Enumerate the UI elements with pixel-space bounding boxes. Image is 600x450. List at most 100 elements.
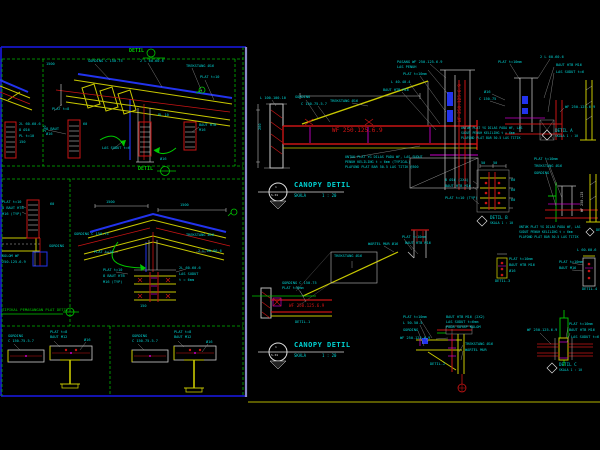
annotation-label-17: PL t=10 [19, 134, 35, 138]
canopy-1-scale-value: 1 : 20 [322, 193, 337, 198]
canopy-detail-1 [256, 63, 479, 210]
annotation-label-14: Ø16 [160, 157, 167, 161]
annotation-label-121: DETIL-3 [495, 279, 511, 283]
annotation-label-70: WF 250.125.6.9 [289, 303, 325, 308]
annotation-label-42: BAUT M12 [50, 335, 68, 339]
annotation-label-79: UNTUK PLAT YG DILAS PADA WF, LAS [461, 126, 523, 130]
annotation-label-28: GORDING C 150.75 [74, 232, 109, 236]
annotation-label-86: GORDING [534, 171, 550, 175]
canopy-1-bubble-top: 1 [275, 185, 277, 189]
annotation-label-27: 1500 [180, 203, 189, 207]
left-sheet-title-1: DETIL [129, 48, 145, 54]
beam-splice-detail-c [537, 310, 593, 374]
annotation-label-115: LAS SUDUT t=6 [571, 335, 600, 339]
canopy-2-title: CANOPY DETIL [294, 341, 351, 349]
annotation-label-120: Ø16 [509, 269, 516, 273]
annotation-label-95: 60 [511, 178, 516, 182]
annotation-label-23: KOLOM WF [2, 254, 20, 258]
annotation-label-22: 60 [50, 202, 55, 206]
annotation-label-83: SKALA 1 : 10 [555, 134, 579, 138]
annotation-label-44: GORDING [132, 334, 148, 338]
annotation-label-81: PLAFOND PLAT BAR 50.5 LAS TITIK [461, 136, 521, 140]
mid-right-connection-detail [545, 159, 600, 237]
annotation-label-71: DETIL-1 [295, 320, 311, 324]
annotation-label-114: BAUT HTB M16 [569, 328, 595, 332]
annotation-label-64: WARTEL MUR Ø16 [368, 242, 399, 246]
annotation-label-88: UNTUK PLAT YG DILAS PADA WF, LAS [519, 225, 581, 229]
small-plate-detail-4 [571, 255, 596, 287]
truss-slope-detail [0, 62, 233, 163]
annotation-label-25: GORDING [49, 244, 65, 248]
annotation-label-65: PLAT t=10mm [402, 235, 426, 239]
left-sheet-footer-note: TIPIKAL PEMASANGAN PLAT DETIL [2, 307, 69, 312]
annotation-label-24: 250.125.6.9 [2, 260, 26, 264]
annotation-label-36: LAS SUDUT [179, 272, 199, 276]
annotation-label-2: 2 L 60.60.6 [140, 59, 164, 63]
canopy-1-scale-label: SKALA [294, 193, 307, 198]
annotation-label-39: GORDING [8, 334, 24, 338]
annotation-label-41: PLAT t=8 [50, 330, 68, 334]
corner-connection-detail-a [489, 58, 596, 141]
annotation-label-3: TREKSTANG Ø16 [186, 64, 215, 68]
annotation-label-99: 50 [493, 161, 498, 165]
annotation-label-97: 60 [511, 198, 516, 202]
annotation-label-62: PENUH KELILING t = 6mm (TYPICAL) [345, 160, 411, 164]
annotation-label-93: BAUT HTB M16 [445, 184, 471, 188]
left-sheet-title-2: DETIL [138, 166, 154, 172]
annotation-label-85: TREKSTANG Ø16 [534, 164, 563, 168]
annotation-label-118: PLAT t=10mm [509, 257, 533, 261]
annotation-label-90: PLAFOND PLAT BAR 50.5 LAS TITIK [519, 235, 579, 239]
annotation-label-5: PLAT t=8 [52, 107, 70, 111]
annotation-label-119: BAUT HTB M16 [509, 263, 535, 267]
annotation-label-69: PLAT t=8mm [282, 286, 304, 290]
annotation-label-51: C 150.75.5.7 [301, 102, 327, 106]
annotation-label-18: 150 [19, 140, 26, 144]
annotation-label-68: GORDING C 150.75 [282, 281, 317, 285]
annotation-label-32: PLAT t=10 [103, 268, 123, 272]
annotation-label-57: L 40.40.4 [391, 80, 411, 84]
annotation-label-107: LAS SUDUT t=6mm [446, 320, 479, 324]
annotation-label-113: PLAT t=10mm [569, 322, 593, 326]
annotation-label-109: TREKSTANG Ø16 [465, 342, 494, 346]
annotation-label-112: WF 250.125.6.9 [527, 328, 558, 332]
canopy-2-bubble-top: 1 [275, 345, 277, 349]
annotation-label-1: GORDING C 150.75 [88, 59, 123, 63]
bolt-plate-detail-b [472, 164, 513, 227]
annotation-label-89: SUDUT PENUH KELILING t = 6mm [519, 230, 573, 234]
annotation-label-116: DETIL C [559, 362, 577, 367]
annotation-label-10: LAS SUDUT t=6 [102, 146, 131, 150]
annotation-label-123: BAUT M16 [559, 266, 577, 270]
column-beam-detail [2, 199, 48, 267]
annotation-label-60: WF 250.125.6.9 [458, 84, 463, 122]
annotation-label-80: SUDUT PENUH KELILING t = 6mm [461, 131, 515, 135]
annotation-label-122: PLAT t=10mm [559, 260, 583, 264]
canopy-detail-2 [252, 229, 429, 370]
canopy-1-bubble-bottom: S-01 [271, 193, 279, 197]
annotation-label-33: 8 BAUT HTB [103, 274, 125, 278]
annotation-label-58: BAUT HTB M16 [383, 88, 409, 92]
annotation-label-55: LAS PENUH [397, 65, 417, 69]
annotation-label-45: C 150.75.5.7 [132, 339, 158, 343]
annotation-label-49: L 100.100.10 [260, 96, 286, 100]
annotation-label-13: M16 [199, 128, 206, 132]
annotation-label-94: PLAT t=10 (TYP) [445, 196, 478, 200]
annotation-label-117: SKALA 1 : 10 [559, 368, 583, 372]
annotation-label-124: L 60.60.6 [577, 248, 597, 252]
annotation-label-46: PLAT t=8 [174, 330, 192, 334]
annotation-label-82: DETIL A [555, 128, 573, 133]
annotation-label-106: BAUT HTB M16 (2X2) [446, 315, 485, 319]
annotation-label-19: PLAT t=10 [2, 200, 22, 204]
annotation-label-67: TREKSTANG Ø16 [334, 254, 363, 258]
annotation-label-84: PLAT t=10mm [534, 157, 558, 161]
annotation-label-54: PASANG WF 250.125.6.9 [397, 60, 443, 64]
annotation-label-40: C 150.75.5.7 [8, 339, 34, 343]
annotation-label-110: WARTEL MUR [465, 348, 487, 352]
annotation-label-50: GORDING [295, 95, 311, 99]
annotation-label-16: 8 Ø16 [19, 128, 30, 132]
annotation-label-8: Ø16 [46, 132, 53, 136]
annotation-label-72: PLAT t=10mm [498, 60, 522, 64]
annotation-label-15: 2L 60.60.6 [19, 122, 41, 126]
annotation-label-102: PLAT t=10mm [403, 315, 427, 319]
annotation-label-11: PL 10 [158, 113, 169, 117]
